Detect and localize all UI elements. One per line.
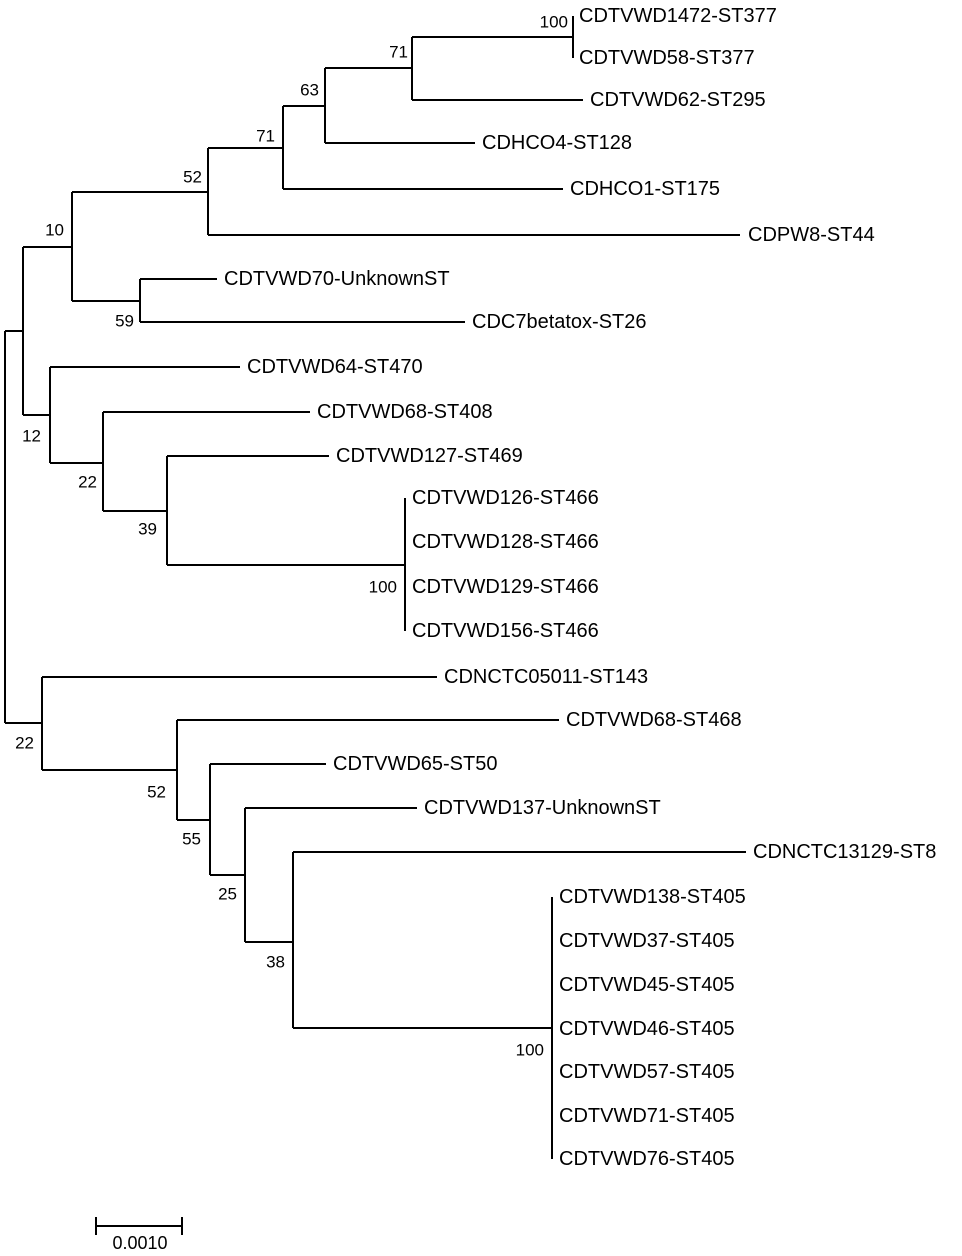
taxon-label: CDTVWD137-UnknownST	[424, 797, 661, 819]
support-value: 52	[147, 783, 166, 802]
taxon-label: CDTVWD70-UnknownST	[224, 268, 450, 290]
taxon-label: CDNCTC13129-ST8	[753, 841, 936, 863]
taxon-label: CDTVWD156-ST466	[412, 620, 599, 642]
taxon-label: CDHCO4-ST128	[482, 132, 632, 154]
support-value: 100	[369, 578, 397, 597]
support-value: 22	[15, 734, 34, 753]
taxon-label: CDC7betatox-ST26	[472, 311, 647, 333]
support-value: 12	[22, 427, 41, 446]
support-value: 25	[218, 885, 237, 904]
support-value: 52	[183, 168, 202, 187]
taxon-label: CDTVWD37-ST405	[559, 930, 735, 952]
support-value: 55	[182, 830, 201, 849]
taxon-label: CDTVWD68-ST408	[317, 401, 493, 423]
support-value: 71	[256, 127, 275, 146]
support-value: 100	[516, 1041, 544, 1060]
taxon-label: CDTVWD64-ST470	[247, 356, 423, 378]
taxon-label: CDTVWD57-ST405	[559, 1061, 735, 1083]
support-value: 71	[389, 43, 408, 62]
taxon-label: CDTVWD127-ST469	[336, 445, 523, 467]
taxon-label: CDTVWD129-ST466	[412, 576, 599, 598]
taxon-label: CDTVWD76-ST405	[559, 1148, 735, 1170]
support-value: 39	[138, 520, 157, 539]
taxon-label: CDTVWD126-ST466	[412, 487, 599, 509]
taxon-label: CDTVWD65-ST50	[333, 753, 497, 775]
support-value: 22	[78, 473, 97, 492]
taxon-label: CDTVWD58-ST377	[579, 47, 755, 69]
taxon-label: CDTVWD1472-ST377	[579, 5, 777, 27]
taxon-label: CDTVWD68-ST468	[566, 709, 742, 731]
taxon-label: CDTVWD45-ST405	[559, 974, 735, 996]
taxon-label: CDTVWD138-ST405	[559, 886, 746, 908]
taxon-label: CDTVWD71-ST405	[559, 1105, 735, 1127]
taxon-label: CDTVWD46-ST405	[559, 1018, 735, 1040]
taxon-label: CDTVWD62-ST295	[590, 89, 766, 111]
taxon-label: CDNCTC05011-ST143	[444, 666, 648, 688]
scale-bar-label: 0.0010	[112, 1233, 167, 1253]
taxon-label: CDTVWD128-ST466	[412, 531, 599, 553]
support-value: 63	[300, 81, 319, 100]
support-value: 100	[540, 13, 568, 32]
taxon-label: CDHCO1-ST175	[570, 178, 720, 200]
taxon-label: CDPW8-ST44	[748, 224, 875, 246]
support-value: 38	[266, 953, 285, 972]
support-value: 10	[45, 221, 64, 240]
support-value: 59	[115, 312, 134, 331]
